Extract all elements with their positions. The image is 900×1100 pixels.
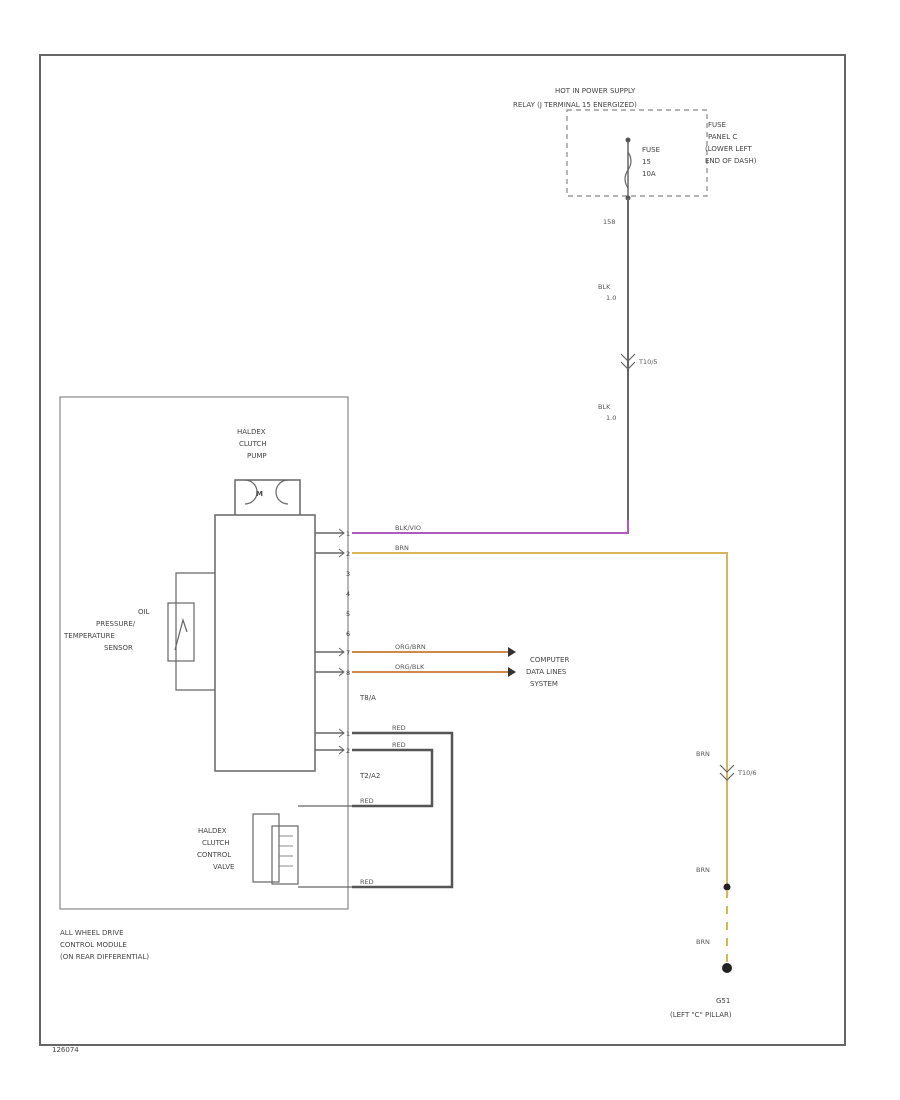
splice-connector-icon bbox=[719, 764, 735, 781]
connector-a-pin-1: 1 bbox=[346, 530, 350, 538]
module-name-1: ALL WHEEL DRIVE bbox=[60, 929, 124, 937]
wire-org-blk-label: ORG/BLK bbox=[395, 663, 425, 671]
data-lines-label-3: SYSTEM bbox=[530, 680, 558, 688]
fuse-panel-label-3: (LOWER LEFT bbox=[705, 145, 753, 153]
ground-splice-label: T10/6 bbox=[737, 769, 757, 777]
feed-wire2-size: 1.0 bbox=[606, 414, 616, 422]
wire-valve-outer bbox=[352, 731, 454, 889]
control-unit-box bbox=[214, 514, 316, 772]
valve-label-2: CLUTCH bbox=[202, 839, 230, 847]
sensor-label-2: PRESSURE/ bbox=[96, 620, 136, 628]
connector-b-pin-2: 2 bbox=[346, 747, 350, 755]
wire-org-brn-label: ORG/BRN bbox=[395, 643, 426, 651]
wire-red-label-2: RED bbox=[392, 741, 406, 749]
feed-wire1-color: BLK bbox=[598, 283, 611, 291]
connector-a-pin-5: 5 bbox=[346, 610, 350, 618]
pump-label-1: HALDEX bbox=[237, 428, 266, 436]
wire-blk-vio bbox=[352, 520, 629, 534]
connector-a-pin-2: 2 bbox=[346, 550, 350, 558]
sensor-label-1: OIL bbox=[138, 608, 150, 616]
fuse-number: 15 bbox=[642, 158, 651, 166]
connector-b-name: T2/A2 bbox=[359, 772, 380, 780]
data-lines-label-1: COMPUTER bbox=[530, 656, 569, 664]
power-supply-relay-label: RELAY (J TERMINAL 15 ENERGIZED) bbox=[513, 101, 637, 109]
connector-a-arrows bbox=[338, 528, 345, 755]
ground-icon bbox=[722, 963, 732, 973]
fuse-panel-label-4: END OF DASH) bbox=[705, 157, 757, 165]
fuse-panel-label-2: PANEL C bbox=[708, 133, 737, 141]
ground-wire-mid-label: BRN bbox=[696, 866, 710, 874]
feed-wire1-size: 1.0 bbox=[606, 294, 616, 302]
connector-a-name: T8/A bbox=[359, 694, 376, 702]
data-lines-label-2: DATA LINES bbox=[526, 668, 567, 676]
connector-a-pin-7: 7 bbox=[346, 649, 350, 657]
awd-control-module-box bbox=[59, 396, 349, 910]
sensor-label-4: SENSOR bbox=[104, 644, 133, 652]
module-name-2: CONTROL MODULE bbox=[60, 941, 127, 949]
ground-wire-bot-label: BRN bbox=[696, 938, 710, 946]
fuse-rating: 10A bbox=[642, 170, 656, 178]
sensor-label-3: TEMPERATURE bbox=[63, 632, 115, 640]
fuse-panel-box bbox=[566, 109, 708, 197]
feed-wire2-color: BLK bbox=[598, 403, 611, 411]
wire-valve-inner bbox=[352, 748, 434, 808]
pump-label-3: PUMP bbox=[247, 452, 267, 460]
ground-junction bbox=[723, 883, 731, 891]
valve-label-4: VALVE bbox=[213, 863, 234, 871]
wire-brn-label: BRN bbox=[395, 544, 409, 552]
splice-connector-icon bbox=[620, 353, 636, 370]
connector-a-stubs bbox=[315, 532, 344, 751]
motor-symbol: M bbox=[256, 490, 263, 498]
fuse-icon bbox=[624, 137, 632, 201]
diagram-frame bbox=[39, 54, 846, 1046]
solenoid-valve-icon bbox=[252, 813, 299, 885]
valve-label-1: HALDEX bbox=[198, 827, 227, 835]
wire-red-label-4: RED bbox=[360, 878, 374, 886]
feed-splice-label: T10/5 bbox=[638, 358, 658, 366]
connector-a-pin-4: 4 bbox=[346, 590, 350, 598]
connector-b-pin-1: 1 bbox=[346, 730, 350, 738]
connector-a-pin-8: 8 bbox=[346, 669, 350, 677]
fuse-label: FUSE bbox=[642, 146, 660, 154]
ground-name: G51 bbox=[716, 997, 730, 1005]
figure-id: 126074 bbox=[52, 1046, 79, 1054]
feed-pin-label: 158 bbox=[603, 218, 615, 226]
arrow-right-icon bbox=[508, 667, 516, 677]
wire-red-label-1: RED bbox=[392, 724, 406, 732]
power-supply-label: HOT IN POWER SUPPLY bbox=[555, 87, 636, 95]
connector-a-pin-6: 6 bbox=[346, 630, 350, 638]
motor-icon bbox=[234, 479, 301, 515]
wire-blk-vio-label: BLK/VIO bbox=[395, 524, 421, 532]
sensor-icon bbox=[167, 572, 215, 691]
wire-brn bbox=[352, 552, 728, 885]
module-name-3: (ON REAR DIFFERENTIAL) bbox=[60, 953, 149, 961]
ground-location: (LEFT "C" PILLAR) bbox=[670, 1011, 732, 1019]
ground-wire-top-label: BRN bbox=[696, 750, 710, 758]
connector-a-pin-3: 3 bbox=[346, 570, 350, 578]
fuse-panel-label-1: FUSE bbox=[708, 121, 726, 129]
pump-label-2: CLUTCH bbox=[239, 440, 267, 448]
valve-label-3: CONTROL bbox=[197, 851, 231, 859]
wire-red-label-3: RED bbox=[360, 797, 374, 805]
arrow-right-icon bbox=[508, 647, 516, 657]
